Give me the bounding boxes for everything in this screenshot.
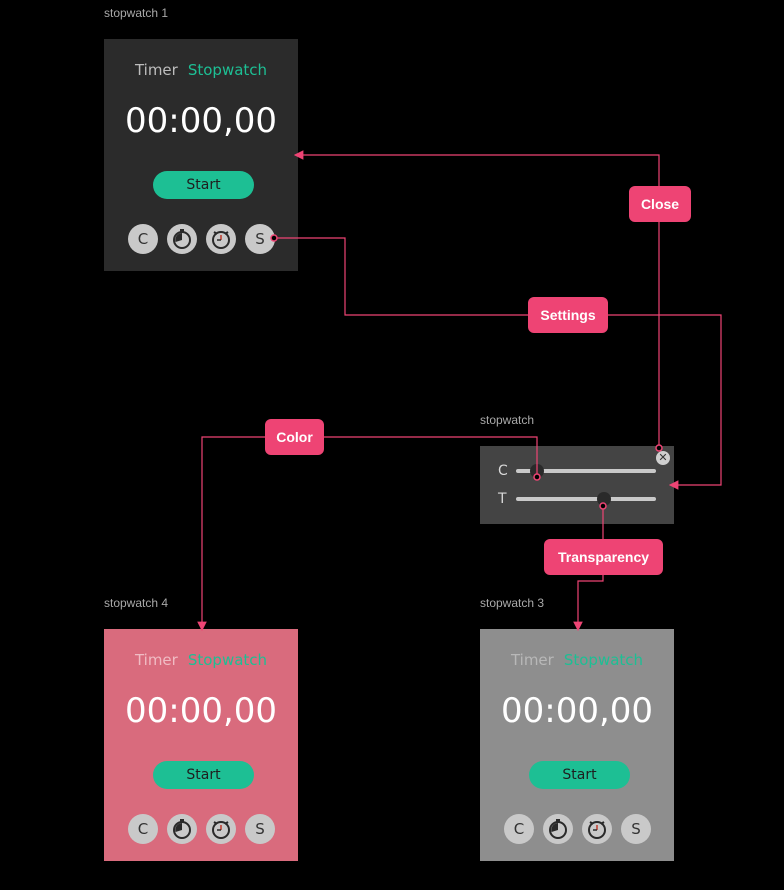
mode-tabs: Timer Stopwatch [480,651,674,669]
callout-color: Color [265,419,324,455]
settings-button[interactable]: S [245,814,275,844]
mode-tabs: Timer Stopwatch [104,61,298,79]
stopwatch-card-3: Timer Stopwatch 00:00,00 Start C S [480,629,674,861]
tab-timer[interactable]: Timer [134,61,178,79]
timer-icon [212,821,230,839]
stopwatch-card-4: Timer Stopwatch 00:00,00 Start C S [104,629,298,861]
settings-button-label: S [255,820,265,838]
timer-mode-button[interactable] [206,224,236,254]
connector-origin-dot [655,444,663,452]
settings-button-label: S [631,820,641,838]
icon-bar: C S [504,814,654,844]
color-button-label: C [137,230,149,248]
stopwatch-icon [549,819,567,839]
settings-panel: C T ✕ [480,446,674,524]
stopwatch-mode-button[interactable] [543,814,573,844]
stopwatch-card-1: Timer Stopwatch 00:00,00 Start C S [104,39,298,271]
connector-close [293,150,660,449]
color-slider-label: C [498,463,508,479]
icon-bar: C S [128,814,278,844]
time-display: 00:00,00 [500,691,654,731]
tab-timer[interactable]: Timer [510,651,554,669]
connector-settings [274,237,722,490]
stopwatch-icon [173,819,191,839]
frame-label-stopwatch-1: stopwatch 1 [104,6,169,20]
callout-close: Close [629,186,691,222]
time-display: 00:00,00 [124,691,278,731]
transparency-slider-label: T [498,491,507,507]
icon-bar: C S [128,224,278,254]
frame-label-stopwatch-4: stopwatch 4 [104,596,169,610]
transparency-slider-track[interactable] [516,497,656,501]
connector-origin-dot [533,473,541,481]
timer-icon [212,231,230,249]
color-slider-track[interactable] [516,469,656,473]
tab-stopwatch[interactable]: Stopwatch [187,61,268,79]
color-button-label: C [513,820,525,838]
connector-origin-dot [599,502,607,510]
timer-mode-button[interactable] [206,814,236,844]
frame-label-stopwatch-3: stopwatch 3 [480,596,545,610]
connector-origin-dot [270,234,278,242]
stopwatch-icon [173,229,191,249]
stopwatch-mode-button[interactable] [167,814,197,844]
tab-stopwatch[interactable]: Stopwatch [563,651,644,669]
frame-label-stopwatch-settings: stopwatch [480,413,535,427]
stopwatch-mode-button[interactable] [167,224,197,254]
tab-stopwatch[interactable]: Stopwatch [187,651,268,669]
time-display: 00:00,00 [124,101,278,141]
color-button-label: C [137,820,149,838]
color-button[interactable]: C [128,224,158,254]
settings-button-label: S [255,230,265,248]
color-button[interactable]: C [128,814,158,844]
close-icon: ✕ [658,452,668,464]
color-button[interactable]: C [504,814,534,844]
settings-button[interactable]: S [621,814,651,844]
callout-transparency: Transparency [544,539,663,575]
connector-color [197,436,538,632]
start-button[interactable]: Start [153,761,254,789]
transparency-slider-thumb[interactable] [597,492,612,506]
timer-icon [588,821,606,839]
start-button[interactable]: Start [153,171,254,199]
tab-timer[interactable]: Timer [134,651,178,669]
settings-button[interactable]: S [245,224,275,254]
timer-mode-button[interactable] [582,814,612,844]
start-button[interactable]: Start [529,761,630,789]
mode-tabs: Timer Stopwatch [104,651,298,669]
close-button[interactable]: ✕ [656,451,670,465]
callout-settings: Settings [528,297,608,333]
